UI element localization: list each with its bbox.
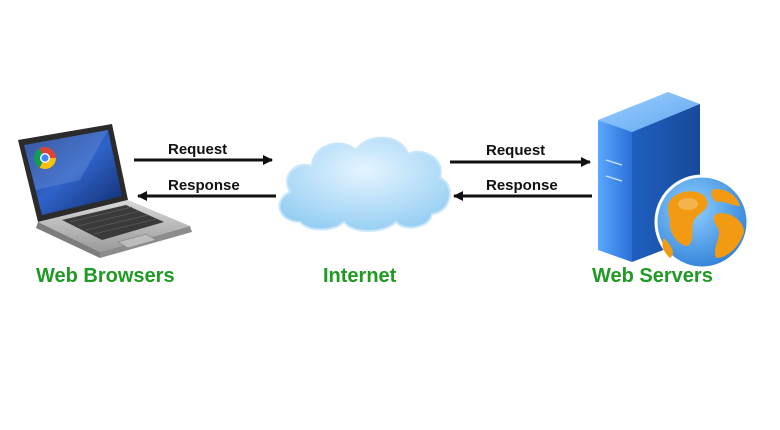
- cloud-icon: [278, 136, 451, 232]
- globe-icon: [654, 174, 750, 270]
- left-response-label: Response: [168, 177, 240, 194]
- right-response-label: Response: [486, 177, 558, 194]
- chrome-logo-icon: [34, 147, 56, 169]
- internet-label: Internet: [323, 265, 397, 287]
- right-request-label: Request: [486, 142, 546, 159]
- left-request-label: Request: [168, 141, 228, 158]
- laptop-icon: [18, 124, 192, 258]
- web-browsers-label: Web Browsers: [36, 265, 175, 287]
- web-servers-label: Web Servers: [592, 265, 713, 287]
